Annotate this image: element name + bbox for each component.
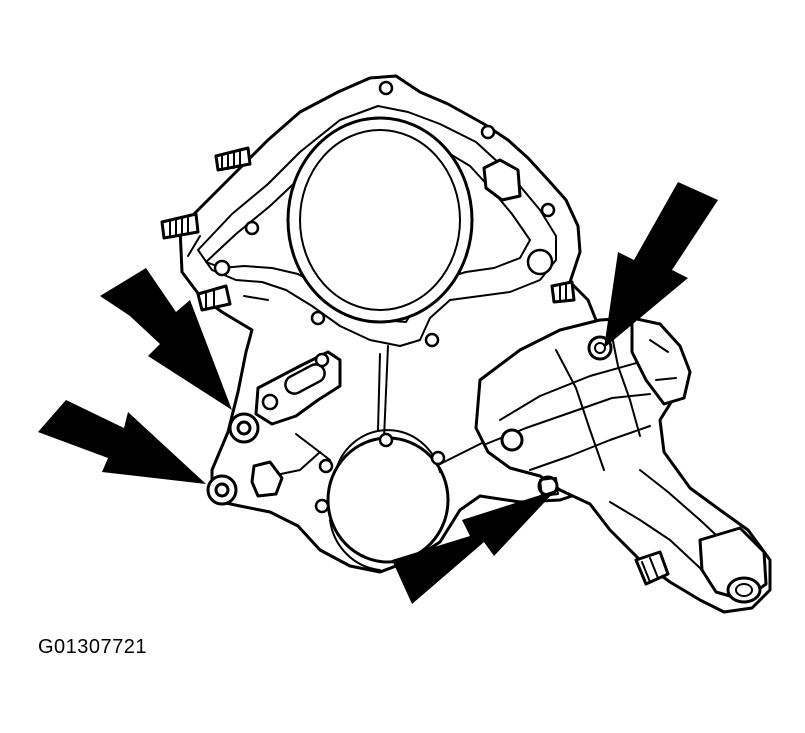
oil-pump-housing xyxy=(474,316,772,614)
studs xyxy=(160,146,576,312)
arrow-lower-left xyxy=(38,400,206,484)
figure-code-caption: G01307721 xyxy=(38,636,148,658)
left-fasteners xyxy=(206,412,260,506)
arrow-upper-left xyxy=(100,268,232,410)
callout-arrows xyxy=(38,182,718,604)
arrow-lower-right xyxy=(392,490,556,604)
arrow-upper-right xyxy=(604,182,718,348)
